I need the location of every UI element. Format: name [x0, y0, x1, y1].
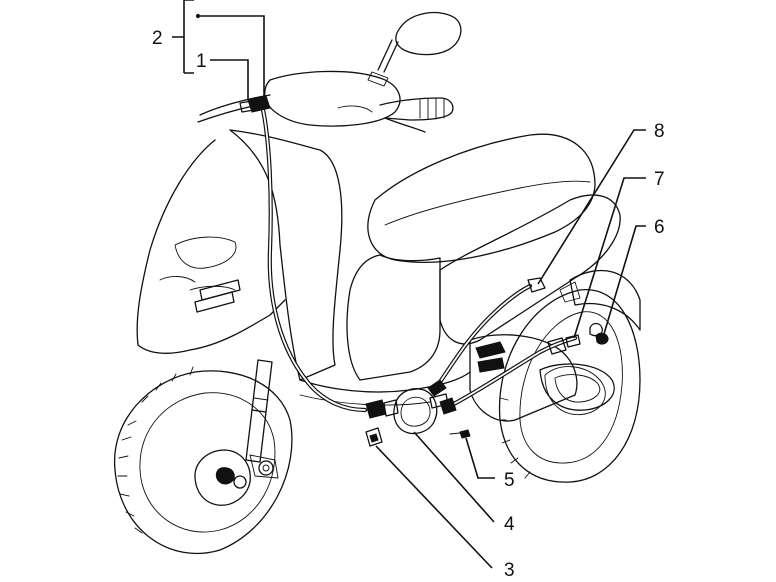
- front-fork: [245, 359, 273, 463]
- leader-4: [413, 431, 495, 523]
- cable-upper: [427, 277, 546, 397]
- speedometer-cable-system: [239, 95, 609, 447]
- callout-6: 6: [654, 217, 665, 238]
- callout-labels: 1 2 3 4 5 6 7 8: [152, 28, 665, 581]
- front-tyre-tread: [117, 366, 194, 534]
- leader-2-bracket: [172, 0, 194, 74]
- callout-3: 3: [504, 560, 515, 581]
- mirror: [367, 11, 462, 87]
- speedometer-drive-unit: [365, 388, 449, 435]
- screw: [449, 429, 471, 439]
- rear-wheel: [498, 289, 641, 483]
- rear-tyre-tread: [497, 397, 531, 479]
- cable-lower: [439, 334, 581, 415]
- leader-5: [465, 437, 495, 479]
- handlebar-assembly: [197, 70, 454, 133]
- cable-clip: [365, 427, 383, 447]
- leader-1: [210, 59, 249, 100]
- leader-7: [573, 177, 646, 339]
- center-body: [346, 254, 441, 381]
- engine-block: [469, 334, 615, 422]
- leader-6: [603, 225, 646, 335]
- scooter-illustration: [113, 11, 641, 555]
- leader-2: [198, 15, 265, 100]
- callout-4: 4: [504, 514, 515, 535]
- leader-3: [375, 445, 493, 569]
- leader-lines: [172, 0, 646, 569]
- leader-8: [537, 129, 646, 285]
- callout-1: 1: [196, 51, 207, 72]
- nut-washer: [589, 322, 609, 345]
- front-wheel: [113, 370, 293, 555]
- footboard: [299, 371, 471, 393]
- front-body: [136, 129, 343, 381]
- callout-2: 2: [152, 28, 163, 49]
- callout-5: 5: [504, 470, 515, 491]
- rear-mudguard: [569, 269, 641, 331]
- speedometer-cable: [239, 95, 368, 413]
- callout-7: 7: [654, 169, 665, 190]
- seat: [367, 133, 596, 263]
- callout-8: 8: [654, 121, 665, 142]
